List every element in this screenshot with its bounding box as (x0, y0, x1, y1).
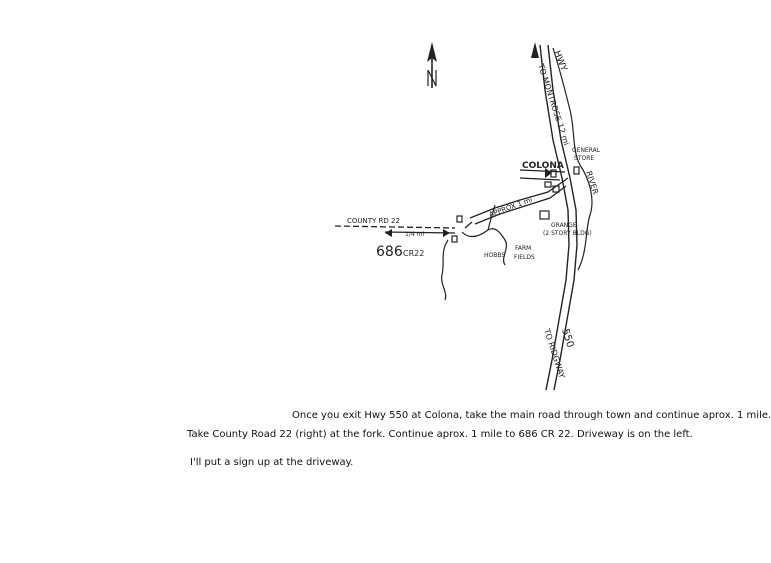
arrow-right-icon (443, 229, 450, 237)
label-to-montrose: TO MONTROSE 12 mi (536, 62, 571, 147)
label-river: RIVER (584, 170, 600, 196)
arrow-north-icon (531, 42, 539, 58)
hand-drawn-map: HWY TO MONTROSE 12 mi COLONA GENERAL STO… (334, 42, 601, 391)
north-arrow-icon (427, 42, 437, 88)
main-road (469, 169, 569, 225)
label-hwy: HWY (551, 49, 568, 73)
label-farm: FARM (515, 245, 531, 252)
winding-roads (441, 204, 508, 301)
highway-550-road (539, 44, 578, 391)
label-address: 686 (376, 244, 403, 260)
label-hwy-550: 550 (559, 328, 575, 350)
label-colona: COLONA (522, 161, 564, 171)
label-grange: GRANGE (551, 222, 577, 229)
directions-line-2: Take County Road 22 (right) at the fork.… (187, 429, 693, 440)
label-grange-note: (2 STORY BLDG) (543, 230, 592, 237)
arrow-left-icon (385, 229, 392, 237)
label-distance-short: 1/4 mi (405, 231, 424, 238)
directions-line-3: I'll put a sign up at the driveway. (190, 457, 354, 468)
label-address-suffix: CR22 (403, 249, 424, 258)
label-fields: FIELDS (514, 254, 535, 261)
label-store: STORE (574, 155, 594, 162)
arrow-icon (545, 168, 552, 178)
label-county-rd: COUNTY RD 22 (347, 217, 400, 225)
building-marks (451, 166, 580, 243)
river-line (552, 47, 593, 271)
directions-line-1: Once you exit Hwy 550 at Colona, take th… (292, 410, 771, 421)
label-general: GENERAL (572, 147, 601, 154)
label-hobbs: HOBBS (484, 252, 505, 259)
